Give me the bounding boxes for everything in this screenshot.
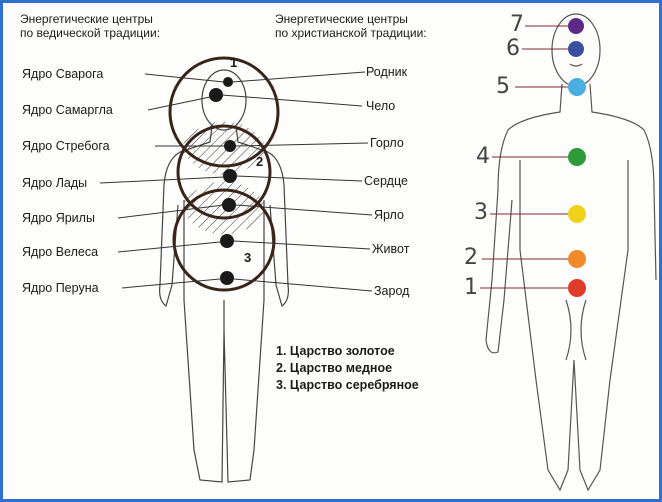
circle-number-1: 1 [230,55,237,70]
chakra-number-7: 7 [510,12,524,37]
label-yarlo: Ярло [374,208,404,222]
chakra-1 [568,279,586,297]
chakra-2 [568,250,586,268]
legend-item-2: 2. Царство медное [276,360,392,377]
chakra-7 [568,18,584,34]
label-chelo: Чело [366,99,395,113]
label-serdtse: Сердце [364,174,408,188]
label-perun: Ядро Перуна [22,281,99,295]
circle-number-3: 3 [244,250,251,265]
legend-item-3: 3. Царство серебряное [276,377,419,394]
chakra-number-3: 3 [474,200,488,225]
label-zhivot: Живот [372,242,409,256]
label-zarod: Зарод [374,284,409,298]
chakra-5 [568,78,586,96]
chakra-number-4: 4 [476,144,490,169]
label-lada: Ядро Лады [22,176,87,190]
chakras [568,18,586,297]
label-rodnik: Родник [366,65,407,79]
chakra-number-2: 2 [464,245,478,270]
left-dots [209,77,237,285]
chakra-6 [568,41,584,57]
chakra-number-5: 5 [496,74,510,99]
label-samargl: Ядро Самаргла [22,103,113,117]
chakra-number-1: 1 [464,275,478,300]
label-stribog: Ядро Стребога [22,139,110,153]
label-gorlo: Горло [370,136,404,150]
vedic-header: Энергетические центры по ведической трад… [20,12,160,40]
legend-item-1: 1. Царство золотое [276,343,395,360]
label-svarog: Ядро Сварога [22,67,103,81]
christian-header: Энергетические центры по христианской тр… [275,12,427,40]
label-veles: Ядро Велеса [22,245,98,259]
chakra-3 [568,205,586,223]
label-yarila: Ядро Ярилы [22,211,95,225]
left-leader-lines [100,74,224,288]
chakra-number-6: 6 [506,36,520,61]
chakra-4 [568,148,586,166]
circle-number-2: 2 [256,154,263,169]
